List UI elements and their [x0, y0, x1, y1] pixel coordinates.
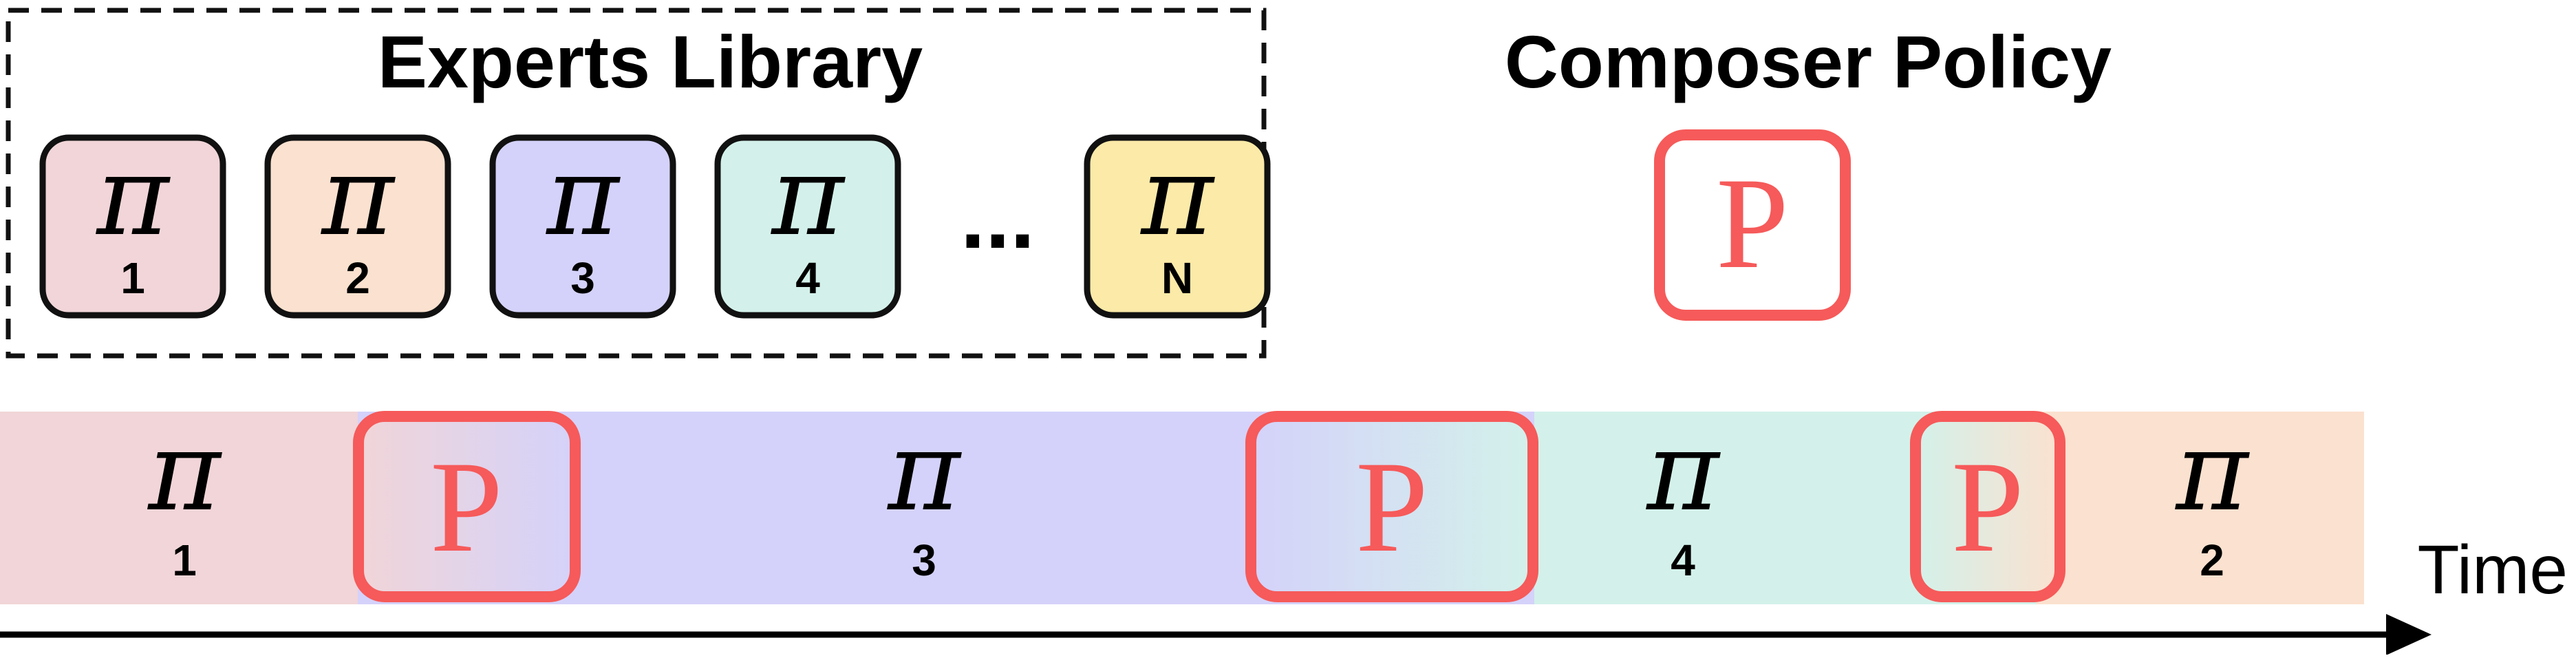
expert-card-4-box: [714, 134, 901, 319]
expert-card-4: π 4: [714, 131, 901, 319]
timeline-segment-2-symbol: π: [2174, 407, 2250, 535]
expert-card-n-index: N: [1161, 253, 1193, 303]
expert-card-2: π 2: [264, 131, 451, 319]
timeline-switch-3: P: [1910, 411, 2065, 602]
time-label: Time: [2417, 531, 2568, 608]
expert-card-2-box: [264, 134, 451, 319]
expert-card-4-index: 4: [795, 253, 820, 303]
expert-card-2-index: 2: [345, 253, 370, 303]
time-axis-arrowhead: [2386, 614, 2432, 655]
expert-card-1: π 1: [39, 131, 226, 319]
composer-letter: P: [1716, 151, 1789, 296]
expert-card-n: π N: [1084, 131, 1271, 319]
timeline-switch-2-box: [1245, 411, 1538, 602]
expert-card-2-symbol: π: [320, 131, 396, 260]
timeline-segment-2-index: 2: [2200, 535, 2224, 585]
composer-box: [1654, 129, 1851, 321]
expert-card-n-box: [1084, 134, 1271, 319]
timeline-switch-1-box: [353, 411, 581, 602]
expert-card-1-box: [39, 134, 226, 319]
timeline-segment-1-band: [0, 412, 358, 604]
timeline-switch-1: P: [353, 411, 581, 602]
timeline: P P P π 1 π 3 π 4 π 2 Time: [0, 407, 2568, 655]
expert-card-1-index: 1: [120, 253, 145, 303]
timeline-segment-3: π 3: [886, 407, 962, 585]
library-ellipsis: ...: [960, 167, 1035, 267]
composer-title: Composer Policy: [1505, 20, 2112, 103]
expert-card-3-index: 3: [570, 253, 595, 303]
expert-card-3: π 3: [489, 131, 676, 319]
timeline-segment-4-index: 4: [1671, 535, 1695, 585]
timeline-segment-1: π 1: [147, 407, 222, 585]
expert-card-1-symbol: π: [95, 131, 171, 260]
timeline-switch-2: P: [1245, 411, 1538, 602]
timeline-segment-2-band: [2037, 412, 2364, 604]
timeline-segment-1-index: 1: [172, 535, 197, 585]
expert-card-4-symbol: π: [770, 131, 846, 260]
timeline-switch-2-letter: P: [1355, 435, 1428, 580]
timeline-switch-1-letter: P: [430, 435, 503, 580]
composer-policy: Composer Policy P: [1505, 20, 2112, 321]
timeline-segment-3-index: 3: [912, 535, 936, 585]
timeline-segment-1-symbol: π: [147, 407, 222, 535]
expert-card-3-box: [489, 134, 676, 319]
expert-card-3-symbol: π: [545, 131, 621, 260]
expert-card-n-symbol: π: [1139, 131, 1215, 260]
timeline-segment-2: π 2: [2174, 407, 2250, 585]
timeline-segment-4: π 4: [1645, 407, 1721, 585]
timeline-segment-3-symbol: π: [886, 407, 962, 535]
timeline-segment-4-symbol: π: [1645, 407, 1721, 535]
experts-library: Experts Library π 1 π 2 π 3 π 4 ... π N: [6, 8, 1271, 359]
timeline-switch-3-box: [1910, 411, 2065, 602]
timeline-switch-3-letter: P: [1951, 435, 2024, 580]
library-title: Experts Library: [378, 20, 923, 103]
